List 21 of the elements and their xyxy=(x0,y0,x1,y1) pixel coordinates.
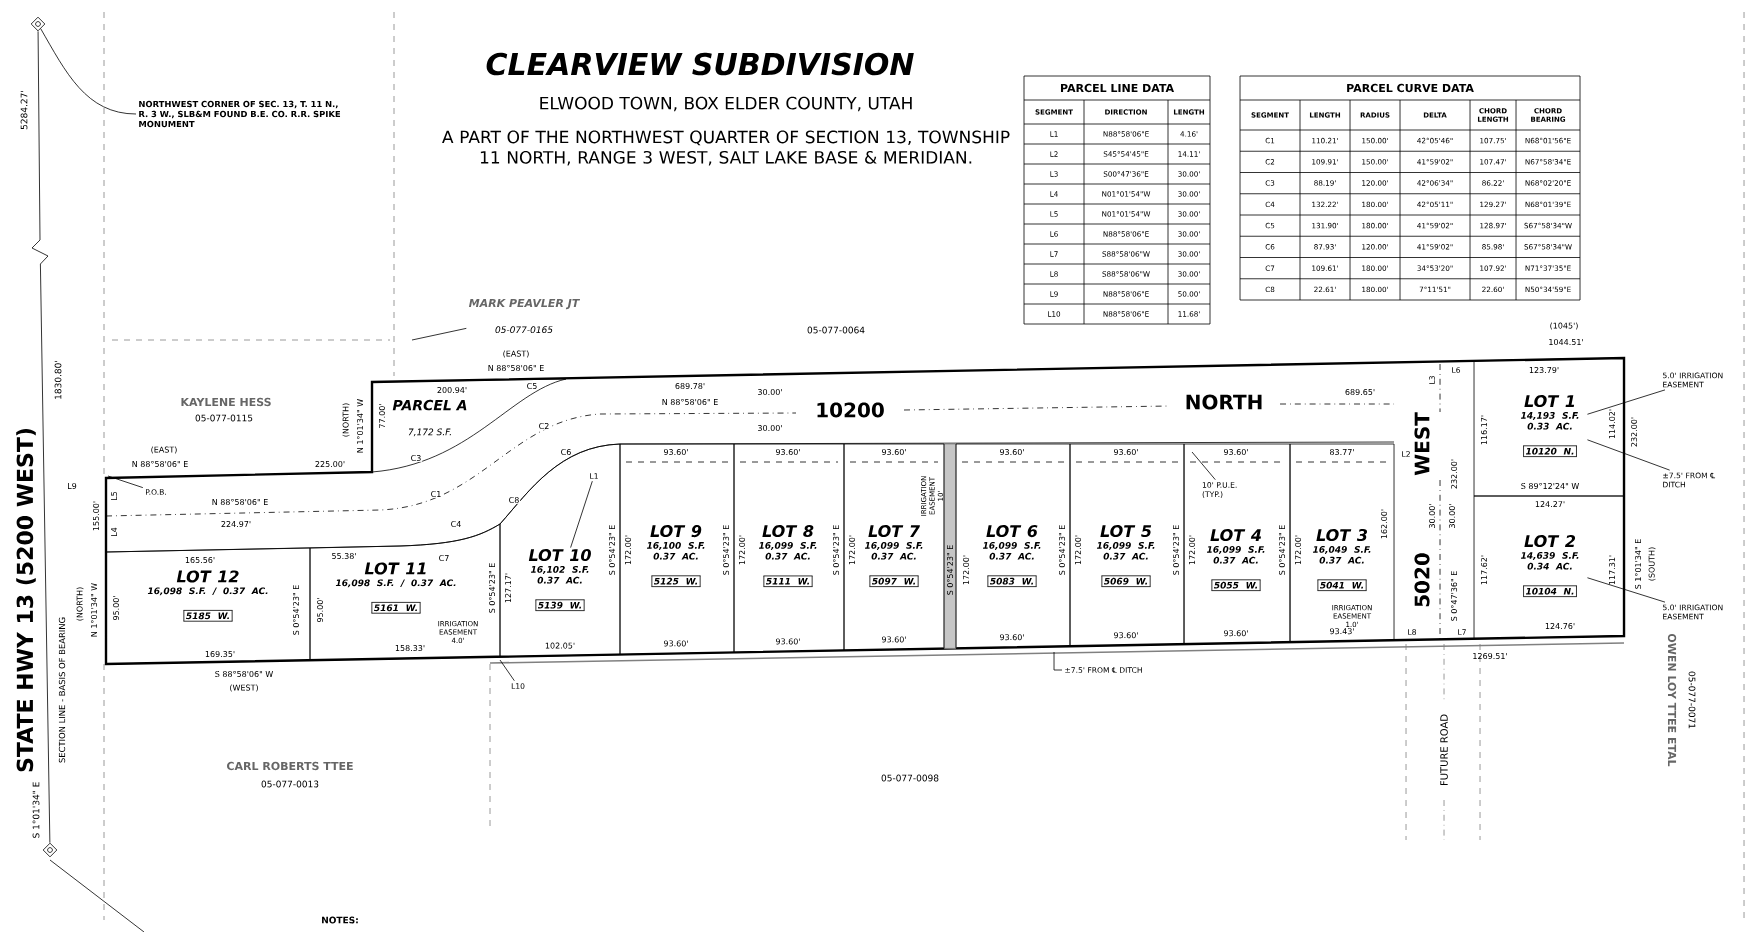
leader-line xyxy=(1053,651,1063,671)
leader-line xyxy=(1587,577,1666,603)
road-name: NORTH xyxy=(1186,394,1262,410)
road-name: STATE HWY 13 (5200 WEST) xyxy=(16,429,36,772)
road-name: 5020 xyxy=(1414,553,1430,607)
leader-line xyxy=(1191,451,1216,481)
leader-line xyxy=(1587,439,1671,471)
leader-line xyxy=(107,475,144,488)
road-name: WEST xyxy=(1414,412,1430,476)
monument-symbol xyxy=(30,16,46,32)
subtitle: ELWOOD TOWN, BOX ELDER COUNTY, UTAH xyxy=(540,96,912,112)
leader-line xyxy=(411,327,467,341)
leader-line xyxy=(40,28,137,115)
monument-symbol xyxy=(42,842,58,858)
subtitle: A PART OF THE NORTHWEST QUARTER OF SECTION 13, TOWNSHIP 11 NORTH, RANGE 3 WEST, SALT LAKE BASE & MERIDIAN. xyxy=(442,130,1010,166)
leader-line xyxy=(1587,389,1666,415)
leader-line xyxy=(499,659,515,682)
road-name: 10200 xyxy=(817,402,884,418)
leader-line xyxy=(570,480,593,548)
title: CLEARVIEW SUBDIVISION xyxy=(486,52,914,76)
section-line xyxy=(31,30,51,844)
